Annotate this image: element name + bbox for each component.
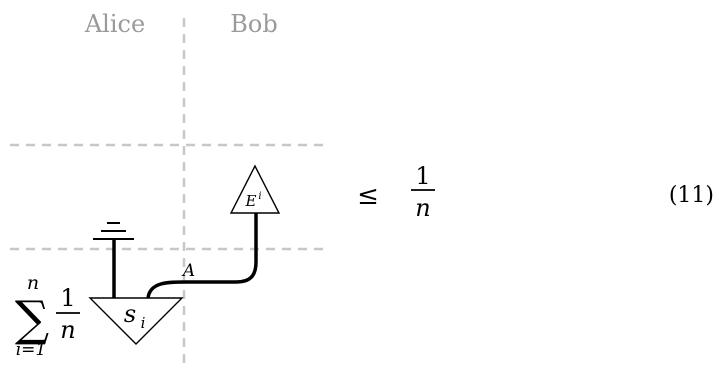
- coefficient-denominator: n: [60, 316, 75, 344]
- party-label-bob: Bob: [230, 10, 277, 38]
- effect-label-superscript: i: [258, 191, 261, 202]
- sum-symbol: ∑: [15, 291, 49, 347]
- state-label-subscript: i: [141, 314, 146, 332]
- rhs-numerator: 1: [415, 162, 430, 190]
- wire-label-a: A: [181, 261, 195, 281]
- coefficient-numerator: 1: [60, 284, 75, 312]
- effect-label: E: [245, 192, 257, 210]
- rhs-denominator: n: [415, 194, 430, 222]
- sum-lower-limit: i=1: [16, 340, 47, 360]
- party-label-alice: Alice: [84, 10, 145, 38]
- equation-number: (11): [669, 183, 714, 208]
- wire-a: [146, 213, 258, 299]
- sum-upper-limit: n: [27, 272, 39, 294]
- discard-icon: [93, 222, 134, 240]
- effect-triangle: [229, 164, 281, 214]
- state-triangle: [88, 297, 184, 345]
- relation-symbol: ≤: [357, 181, 379, 211]
- state-label: s: [124, 300, 136, 328]
